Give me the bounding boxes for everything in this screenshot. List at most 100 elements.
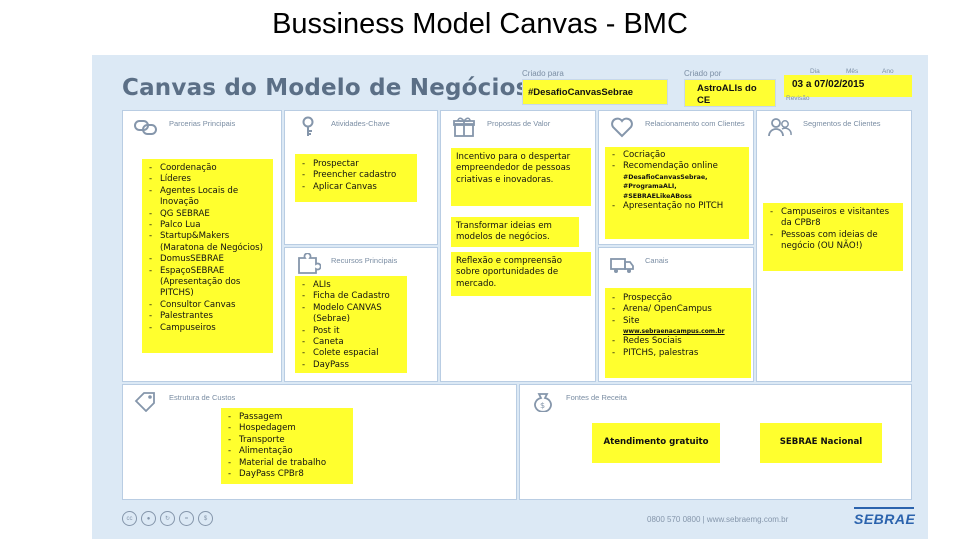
cc-icon: cc [122, 511, 137, 526]
key-resources-label: Recursos Principais [331, 256, 398, 265]
value-proposition-note[interactable]: Incentivo para o despertar empreendedor … [451, 148, 591, 206]
people-icon [768, 118, 792, 137]
nd-icon: = [179, 511, 194, 526]
value-proposition-note[interactable]: Reflexão e compreensão sobre oportunidad… [451, 252, 591, 296]
designed-for-label: Criado para [522, 69, 564, 78]
customer-relationships-note[interactable]: Cocriação Recomendação online #DesafioCa… [605, 147, 749, 239]
day-label: Dia [810, 68, 820, 75]
chain-link-icon [134, 120, 157, 135]
by-icon: ● [141, 511, 156, 526]
list-item: PITCHS, palestras [610, 348, 746, 360]
customer-segments-label: Segmentos de Clientes [803, 119, 881, 128]
customer-segments-block: Segmentos de Clientes Campuseiros e visi… [756, 110, 912, 382]
svg-text:$: $ [540, 401, 545, 410]
list-item: Coordenação [147, 163, 268, 175]
revenue-streams-block: $ Fontes de Receita Atendimento gratuito… [519, 384, 912, 500]
month-label: Mês [846, 68, 859, 75]
list-item: Alimentação [226, 446, 348, 458]
value-proposition-text: Reflexão e compreensão sobre oportunidad… [456, 256, 562, 289]
hashtag: #ProgramaALI, [623, 183, 677, 191]
key-activities-note[interactable]: Prospectar Preencher cadastro Aplicar Ca… [295, 154, 417, 202]
slide-title: Bussiness Model Canvas - BMC [272, 8, 688, 40]
channels-label: Canais [645, 256, 669, 265]
year-label: Ano [882, 68, 894, 75]
list-item: Arena/ OpenCampus [610, 304, 746, 316]
business-model-canvas: Canvas do Modelo de Negócios Criado para… [92, 55, 928, 539]
revenue-note[interactable]: SEBRAE Nacional [760, 423, 882, 463]
customer-relationships-label: Relacionamento com Clientes [645, 119, 745, 128]
list-item: Recomendação online [610, 161, 744, 173]
key-partners-note[interactable]: Coordenação Líderes Agentes Locais de In… [142, 159, 273, 353]
site-url[interactable]: www.sebraenacampus.com.br [623, 328, 725, 336]
truck-icon [610, 258, 634, 273]
list-item: Aplicar Canvas [300, 182, 412, 194]
footer-contact: 0800 570 0800 | www.sebraemg.com.br [647, 515, 789, 524]
canvas-title: Canvas do Modelo de Negócios [122, 75, 530, 101]
list-item: Startup&Makers (Maratona de Negócios) [147, 231, 268, 254]
list-item: Preencher cadastro [300, 170, 412, 182]
list-item: Material de trabalho [226, 458, 348, 470]
list-item: Passagem [226, 412, 348, 424]
list-item: Apresentação no PITCH [610, 201, 744, 213]
revenue-text: Atendimento gratuito [603, 437, 709, 447]
list-item: DomusSEBRAE [147, 254, 268, 266]
list-item: Prospectar [300, 159, 412, 171]
list-item: Prospecção [610, 293, 746, 305]
channels-note[interactable]: Prospecção Arena/ OpenCampus Site www.se… [605, 288, 751, 378]
list-item: Palestrantes [147, 311, 268, 323]
list-item: Hospedagem [226, 423, 348, 435]
revenue-streams-label: Fontes de Receita [566, 393, 627, 402]
key-icon [302, 116, 314, 136]
designed-by-label: Criado por [684, 69, 722, 78]
logo-bar [854, 507, 914, 509]
key-resources-note[interactable]: ALIs Ficha de Cadastro Modelo CANVAS (Se… [295, 276, 407, 373]
price-tag-icon [134, 392, 155, 412]
list-item: Campuseiros e visitantes da CPBr8 [768, 207, 898, 230]
cost-structure-block: Estrutura de Custos Passagem Hospedagem … [122, 384, 517, 500]
list-item: Post it [300, 326, 402, 338]
revenue-note[interactable]: Atendimento gratuito [592, 423, 720, 463]
sebrae-logo: SEBRAE [854, 511, 916, 527]
designed-for-field[interactable]: #DesafioCanvasSebrae [522, 79, 668, 105]
list-item: Transporte [226, 435, 348, 447]
customer-segments-note[interactable]: Campuseiros e visitantes da CPBr8 Pessoa… [763, 203, 903, 271]
list-item: Redes Sociais [610, 336, 746, 348]
list-item: Campuseiros [147, 323, 268, 335]
cost-structure-note[interactable]: Passagem Hospedagem Transporte Alimentaç… [221, 408, 353, 484]
key-activities-label: Atividades-Chave [331, 119, 390, 128]
hashtag: #SEBRAELikeABoss [623, 192, 692, 200]
list-item: EspaçoSEBRAE (Apresentação dos PITCHS) [147, 266, 268, 300]
date-field[interactable]: 03 a 07/02/2015 [784, 75, 912, 97]
hashtag: #DesafioCanvasSebrae, [623, 173, 708, 181]
key-partners-block: Parcerias Principais Coordenação Líderes… [122, 110, 282, 382]
list-item: Colete espacial [300, 348, 402, 360]
customer-relationships-block: Relacionamento com Clientes Cocriação Re… [598, 110, 754, 245]
designed-by-field[interactable]: AstroALIs do CE [684, 79, 776, 107]
value-propositions-block: Propostas de Valor Incentivo para o desp… [440, 110, 596, 382]
list-item: DayPass [300, 360, 402, 372]
cost-structure-label: Estrutura de Custos [169, 393, 236, 402]
nc-icon: $ [198, 511, 213, 526]
heart-icon [611, 117, 633, 138]
puzzle-icon [298, 253, 321, 274]
value-proposition-text: Transformar ideias em modelos de negócio… [456, 221, 552, 243]
license-icons: cc ● ↻ = $ [122, 511, 213, 526]
channels-block: Canais Prospecção Arena/ OpenCampus Site… [598, 247, 754, 382]
list-item: DayPass CPBr8 [226, 469, 348, 481]
sa-icon: ↻ [160, 511, 175, 526]
list-item: Ficha de Cadastro [300, 291, 402, 303]
list-item: Cocriação [610, 150, 744, 162]
money-bag-icon: $ [534, 393, 552, 412]
list-item: Agentes Locais de Inovação [147, 186, 268, 209]
key-partners-label: Parcerias Principais [169, 119, 236, 128]
key-activities-block: Atividades-Chave Prospectar Preencher ca… [284, 110, 438, 245]
value-propositions-label: Propostas de Valor [487, 119, 551, 128]
list-item: Pessoas com ideias de negócio (OU NÃO!) [768, 230, 898, 253]
value-proposition-text: Incentivo para o despertar empreendedor … [456, 152, 571, 185]
key-resources-block: Recursos Principais ALIs Ficha de Cadast… [284, 247, 438, 382]
gift-icon [453, 117, 475, 137]
list-item: QG SEBRAE [147, 209, 268, 221]
list-item: Modelo CANVAS (Sebrae) [300, 303, 402, 326]
value-proposition-note[interactable]: Transformar ideias em modelos de negócio… [451, 217, 579, 247]
list-item: Site [610, 316, 746, 328]
